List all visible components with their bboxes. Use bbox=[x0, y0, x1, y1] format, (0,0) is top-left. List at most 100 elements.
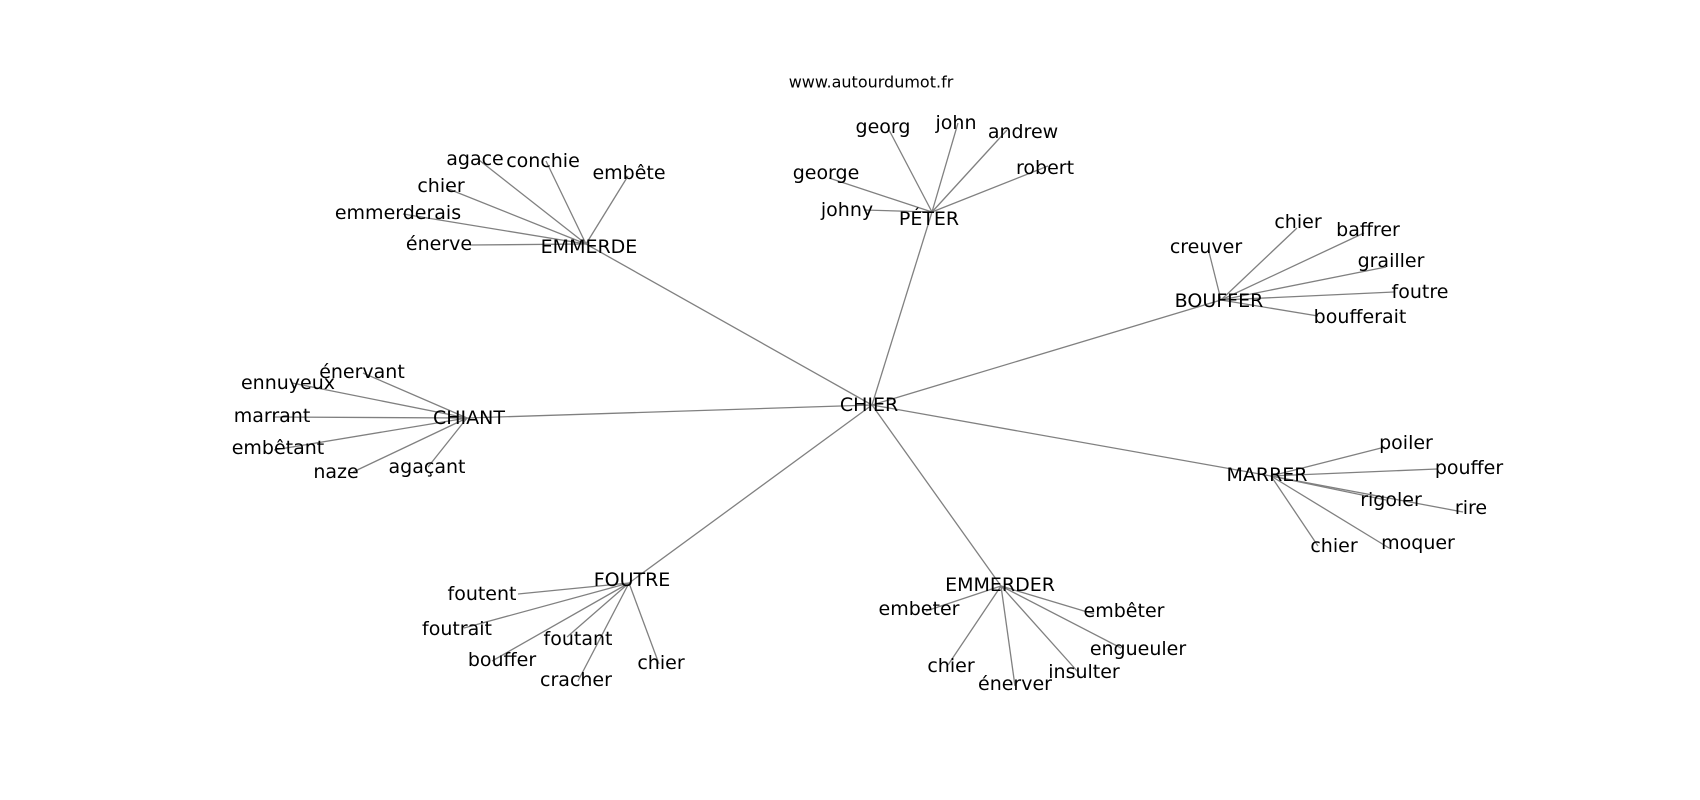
node-leaf-emmerder-embeter-0: embeter bbox=[879, 598, 960, 620]
node-leaf-chiant-naze-4: naze bbox=[313, 461, 358, 483]
edge-bouffer-boufferait-5 bbox=[1220, 299, 1319, 317]
edge-center-foutre bbox=[628, 404, 873, 584]
edge-center-peter bbox=[871, 211, 933, 406]
node-leaf-peter-georg-0: georg bbox=[856, 116, 911, 138]
edge-emmerder-engueuler-2 bbox=[1000, 585, 1122, 649]
edge-chiant-enervant-0 bbox=[362, 372, 468, 419]
node-leaf-emmerder-insulter-3: insulter bbox=[1048, 661, 1120, 683]
edge-peter-robert-3 bbox=[931, 165, 1049, 213]
edge-emmerder-enerver-4 bbox=[1000, 585, 1016, 687]
node-leaf-foutre-cracher-4: cracher bbox=[540, 669, 612, 691]
edge-peter-georg-0 bbox=[887, 127, 933, 213]
edge-bouffer-baffrer-2 bbox=[1220, 232, 1365, 301]
node-cluster-chiant: CHIANT bbox=[433, 407, 505, 429]
node-leaf-chiant-enervant-0: énervant bbox=[319, 361, 405, 383]
edge-bouffer-creuver-0 bbox=[1208, 251, 1222, 301]
node-leaf-emmerde-chier-3: chier bbox=[417, 175, 464, 197]
node-cluster-emmerde: EMMERDE bbox=[541, 236, 638, 258]
edge-peter-george-4 bbox=[828, 177, 933, 213]
node-leaf-emmerde-embete-2: embête bbox=[592, 162, 665, 184]
node-leaf-emmerder-enerver-4: énerver bbox=[978, 673, 1052, 695]
edge-peter-andrew-2 bbox=[931, 129, 1008, 213]
node-leaf-chiant-agacant-5: agaçant bbox=[389, 456, 466, 478]
node-cluster-peter: PÉTER bbox=[899, 207, 959, 230]
edge-marrer-chier-5 bbox=[1270, 475, 1319, 547]
edge-foutre-foutant-3 bbox=[566, 582, 630, 638]
node-leaf-peter-andrew-2: andrew bbox=[988, 121, 1058, 143]
edge-center-chiant bbox=[466, 404, 873, 419]
edge-center-marrer bbox=[871, 404, 1272, 477]
edge-emmerder-embeter-0 bbox=[925, 585, 1002, 612]
node-leaf-foutre-chier-5: chier bbox=[637, 652, 684, 674]
node-leaf-bouffer-baffrer-2: baffrer bbox=[1336, 219, 1400, 241]
node-leaf-chiant-embetant-3: embêtant bbox=[232, 437, 325, 459]
node-leaf-bouffer-foutre-4: foutre bbox=[1392, 281, 1449, 303]
edge-emmerder-embeter-1 bbox=[1000, 585, 1095, 615]
edge-center-bouffer bbox=[871, 299, 1222, 406]
edge-marrer-moquer-4 bbox=[1270, 475, 1390, 549]
edge-foutre-chier-5 bbox=[628, 582, 660, 665]
node-leaf-bouffer-grailler-3: grailler bbox=[1358, 250, 1425, 272]
node-leaf-peter-robert-3: robert bbox=[1016, 157, 1074, 179]
node-leaf-foutre-foutant-3: foutant bbox=[544, 628, 613, 650]
node-leaf-foutre-foutent-0: foutent bbox=[448, 583, 517, 605]
node-cluster-foutre: FOUTRE bbox=[594, 569, 671, 591]
edge-chiant-embetant-3 bbox=[273, 417, 468, 451]
edge-emmerde-chier-3 bbox=[445, 187, 587, 245]
edge-foutre-cracher-4 bbox=[577, 582, 630, 682]
node-leaf-emmerde-emmerderais-4: emmerderais bbox=[335, 202, 461, 224]
edge-center-emmerde bbox=[585, 243, 873, 406]
edge-foutre-bouffer-2 bbox=[491, 582, 630, 662]
node-leaf-foutre-bouffer-2: bouffer bbox=[468, 649, 537, 671]
edge-chiant-naze-4 bbox=[352, 417, 468, 473]
edge-emmerde-emmerderais-4 bbox=[402, 213, 587, 245]
edge-marrer-poiler-0 bbox=[1270, 446, 1386, 477]
node-leaf-bouffer-creuver-0: creuver bbox=[1170, 236, 1243, 258]
edge-peter-john-1 bbox=[931, 122, 959, 213]
edge-center-emmerder bbox=[871, 404, 1002, 587]
node-leaf-marrer-moquer-4: moquer bbox=[1381, 532, 1455, 554]
node-leaf-emmerde-agace-0: agace bbox=[446, 148, 503, 170]
node-leaf-peter-george-4: george bbox=[793, 162, 860, 184]
node-leaf-marrer-poiler-0: poiler bbox=[1379, 432, 1433, 454]
node-cluster-emmerder: EMMERDER bbox=[945, 574, 1055, 596]
edge-bouffer-foutre-4 bbox=[1220, 291, 1395, 301]
edge-emmerde-agace-0 bbox=[478, 159, 587, 245]
edge-emmerder-chier-5 bbox=[947, 585, 1002, 666]
edge-marrer-pouffer-1 bbox=[1270, 468, 1438, 477]
edge-chiant-ennuyeux-1 bbox=[291, 382, 468, 419]
node-leaf-emmerder-engueuler-2: engueuler bbox=[1090, 638, 1187, 660]
node-leaf-chiant-marrant-2: marrant bbox=[234, 405, 311, 427]
node-leaf-foutre-foutrait-1: foutrait bbox=[422, 618, 492, 640]
edge-emmerde-conchie-1 bbox=[545, 160, 587, 245]
node-leaf-marrer-pouffer-1: pouffer bbox=[1435, 457, 1504, 479]
node-cluster-bouffer: BOUFFER bbox=[1175, 290, 1264, 312]
node-leaf-emmerde-conchie-1: conchie bbox=[506, 150, 580, 172]
node-leaf-peter-john-1: john bbox=[935, 112, 977, 134]
edge-emmerde-enerve-5 bbox=[469, 243, 587, 246]
site-watermark: www.autourdumot.fr bbox=[789, 73, 954, 92]
node-leaf-emmerde-enerve-5: énerve bbox=[406, 233, 472, 255]
node-leaf-chiant-ennuyeux-1: ennuyeux bbox=[241, 372, 335, 394]
graph-edges bbox=[272, 122, 1464, 687]
edge-bouffer-grailler-3 bbox=[1220, 266, 1387, 301]
node-cluster-marrer: MARRER bbox=[1226, 464, 1307, 486]
edge-foutre-foutent-0 bbox=[517, 582, 630, 595]
edge-foutre-foutrait-1 bbox=[463, 582, 630, 629]
edge-chiant-agacant-5 bbox=[427, 417, 468, 468]
edge-bouffer-chier-1 bbox=[1220, 227, 1298, 301]
node-leaf-marrer-rire-3: rire bbox=[1455, 497, 1487, 519]
edge-marrer-rire-3 bbox=[1270, 475, 1464, 513]
edge-emmerder-insulter-3 bbox=[1000, 585, 1079, 673]
node-leaf-peter-johny-5: johny bbox=[820, 199, 873, 221]
node-leaf-emmerder-embeter-1: embêter bbox=[1084, 600, 1165, 622]
node-leaf-bouffer-boufferait-5: boufferait bbox=[1314, 306, 1407, 328]
edge-peter-johny-5 bbox=[863, 209, 933, 213]
node-leaf-bouffer-chier-1: chier bbox=[1274, 211, 1321, 233]
edge-chiant-marrant-2 bbox=[272, 416, 468, 419]
node-leaf-emmerder-chier-5: chier bbox=[927, 655, 974, 677]
node-leaf-marrer-rigoler-2: rigoler bbox=[1360, 489, 1422, 511]
node-leaf-marrer-chier-5: chier bbox=[1310, 535, 1357, 557]
